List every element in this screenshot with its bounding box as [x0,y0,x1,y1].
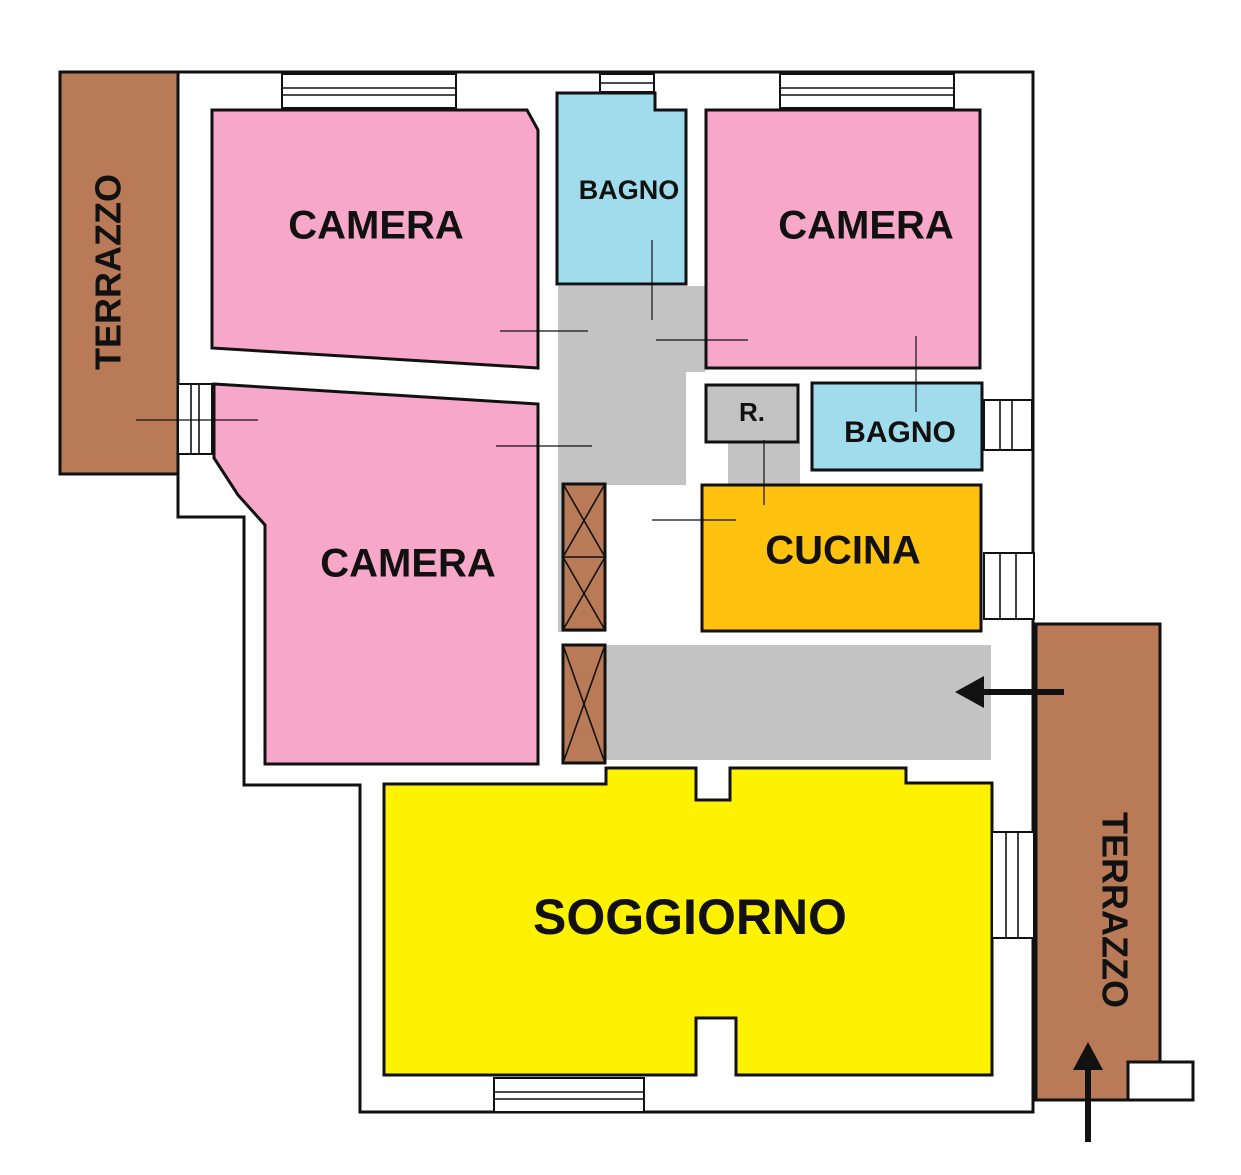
terrace-step [1126,1060,1195,1102]
window-soggiorno-right [991,831,1035,939]
window-bagno-right [983,399,1033,451]
label-bagno-top: BAGNO [579,175,680,205]
door-lines [136,240,917,521]
entry-arrows [955,676,1103,1142]
camera-top-right-area [704,108,982,370]
camera-top-left-area [210,108,540,370]
label-camera-top-right: CAMERA [778,204,954,248]
window-camera-top-left [281,73,457,109]
window-camera-top-right [779,73,955,109]
soggiorno-area [382,766,994,1077]
window-cucina [983,552,1035,620]
wardrobes [561,482,607,765]
window-camera-left [177,383,213,455]
terrazzo-left-area [58,70,180,476]
label-terrazzo-right: TERRAZZO [1094,812,1135,1008]
window-soggiorno-bottom [493,1077,645,1113]
label-terrazzo-left: TERRAZZO [88,174,129,370]
label-camera-top-left: CAMERA [288,204,464,248]
ripostiglio-area [704,383,800,444]
windows [177,73,1035,1113]
terrazzo-right-area [1034,622,1162,1102]
cucina-area [700,483,983,633]
bagno-right-area [810,381,984,472]
entry-arrow-terrace-head [1073,1042,1103,1070]
entry-arrow-corridor-head [955,676,984,708]
label-soggiorno: SOGGIORNO [533,889,847,945]
label-bagno-right: BAGNO [844,416,956,449]
label-cucina: CUCINA [765,529,921,573]
corridor-horizontal [606,645,991,760]
label-ripostiglio: R. [739,397,765,427]
label-camera-left: CAMERA [320,542,496,586]
camera-left-area [212,382,540,766]
